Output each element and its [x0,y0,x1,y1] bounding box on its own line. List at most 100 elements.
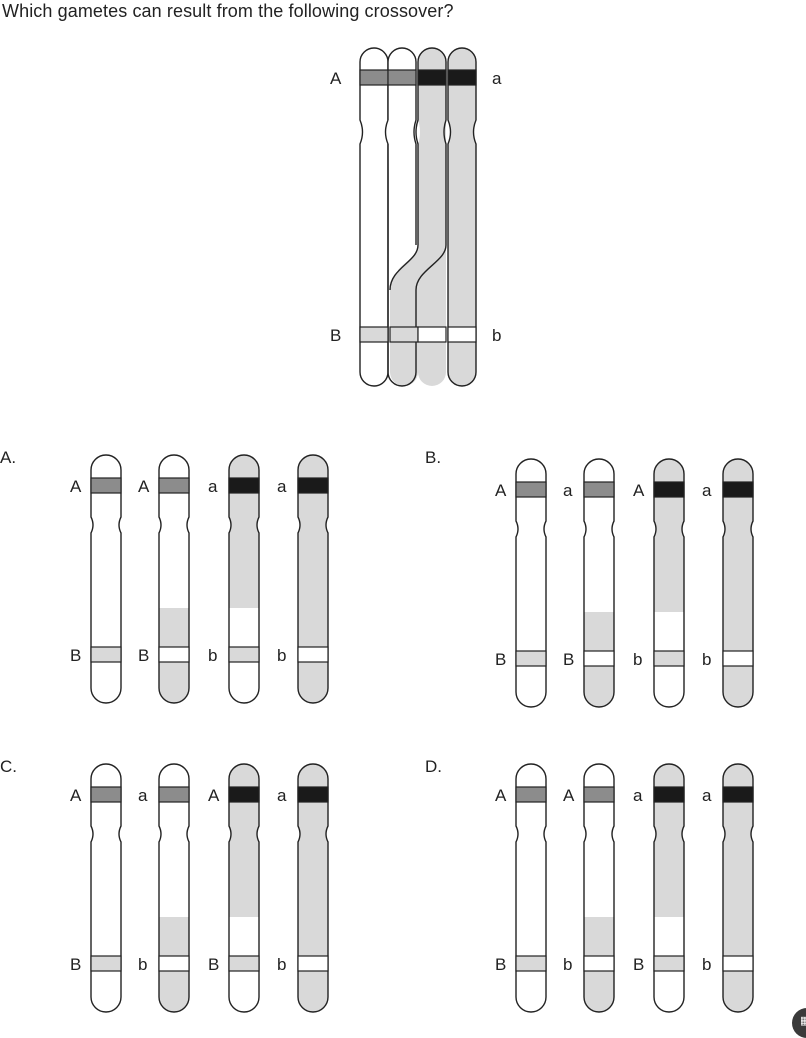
top-allele-label: A [633,481,645,500]
chromosome: AB [495,763,547,1013]
top-band [297,786,329,803]
chromosome-outline [722,763,754,1013]
top-allele-label: A [563,786,575,805]
bottom-allele-label: b [702,650,711,669]
top-allele-label: a [563,481,573,500]
option-letter: C. [0,757,17,776]
top-allele-label: a [702,481,712,500]
top-band [583,481,615,498]
question-text: Which gametes can result from the follow… [2,1,454,21]
bottom-band [158,955,190,972]
top-allele-label: A [138,477,150,496]
top-band [228,786,260,803]
band-B-1 [359,326,389,343]
bottom-band [653,955,685,972]
top-allele-label: a [277,786,287,805]
bottom-allele-label: B [633,955,644,974]
label-bottom-right: b [492,326,501,345]
chromosome: ab [208,454,260,704]
top-band [722,481,754,498]
bottom-allele-label: B [495,955,506,974]
bottom-allele-label: B [70,955,81,974]
label-top-right: a [492,69,502,88]
label-bottom-left: B [330,326,341,345]
top-allele-label: a [277,477,287,496]
top-allele-label: a [702,786,712,805]
top-band [228,477,260,494]
chromatid-2-top-outline [387,47,417,245]
chromatid-4 [447,47,477,387]
chromosome-outline [90,454,122,704]
chromosome: aB [563,458,615,708]
top-band [722,786,754,803]
bottom-band [653,650,685,667]
bottom-allele-label: b [633,650,642,669]
top-band [158,786,190,803]
bottom-band [228,646,260,663]
chromosome: ab [138,763,190,1013]
chromatid-2-outline [387,47,447,387]
chromosome: ab [702,763,754,1013]
band-a-4 [447,69,477,86]
chromosome-outline [722,458,754,708]
top-band [653,481,685,498]
bottom-allele-label: b [702,955,711,974]
bottom-band [515,955,547,972]
bottom-band [722,650,754,667]
bottom-band [297,955,329,972]
top-band [158,477,190,494]
bottom-band [90,646,122,663]
top-allele-label: a [138,786,148,805]
chromosome-outline [158,454,190,704]
chromosome-outline [653,763,685,1013]
bottom-band [297,646,329,663]
bottom-band [158,646,190,663]
bottom-allele-label: B [563,650,574,669]
chromosome-outline [90,763,122,1013]
chromosome: AB [70,763,122,1013]
top-allele-label: A [495,481,507,500]
band-A-1 [359,69,389,86]
crossover-gray-wedge [398,255,430,280]
bottom-band [583,955,615,972]
option-letter: A. [0,448,16,467]
band-A-2 [387,69,417,86]
bottom-allele-label: B [208,955,219,974]
top-band [515,481,547,498]
bottom-band [722,955,754,972]
chromosome-outline [653,458,685,708]
option-letter: B. [425,448,441,467]
chromosome-outline [297,763,329,1013]
label-top-left: A [330,69,342,88]
bottom-band [515,650,547,667]
chromosome-outline [583,458,615,708]
top-band [583,786,615,803]
crossover-lower-right-white [418,245,446,386]
chromosome: ab [277,454,329,704]
top-allele-label: a [208,477,218,496]
bottom-band [583,650,615,667]
top-allele-label: a [633,786,643,805]
bottom-allele-label: b [208,646,217,665]
chromosome-outline [583,763,615,1013]
chromosome: ab [702,458,754,708]
bottom-allele-label: B [138,646,149,665]
option-letter: D. [425,757,442,776]
chromosome-outline [515,458,547,708]
chromosome-outline [228,763,260,1013]
top-allele-label: A [495,786,507,805]
bottom-band [228,955,260,972]
chromosome: AB [70,454,122,704]
bottom-allele-label: b [277,955,286,974]
chromosome-outline [158,763,190,1013]
top-allele-label: A [70,477,82,496]
band-a-3 [417,69,447,86]
bottom-allele-label: B [495,650,506,669]
top-allele-label: A [70,786,82,805]
crossover-figure: A a B b [330,47,502,387]
